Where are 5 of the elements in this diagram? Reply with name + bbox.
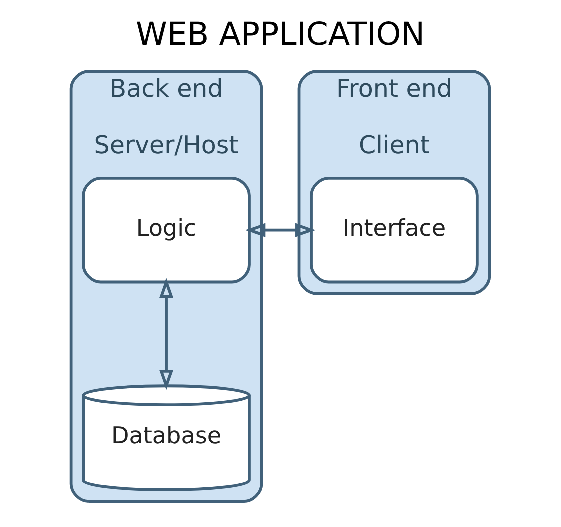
arrow [159,278,174,390]
arrow [245,223,316,238]
diagram-title: WEB APPLICATION [136,17,426,54]
node-box: Logic [82,176,251,284]
node-box: Interface [310,176,479,284]
